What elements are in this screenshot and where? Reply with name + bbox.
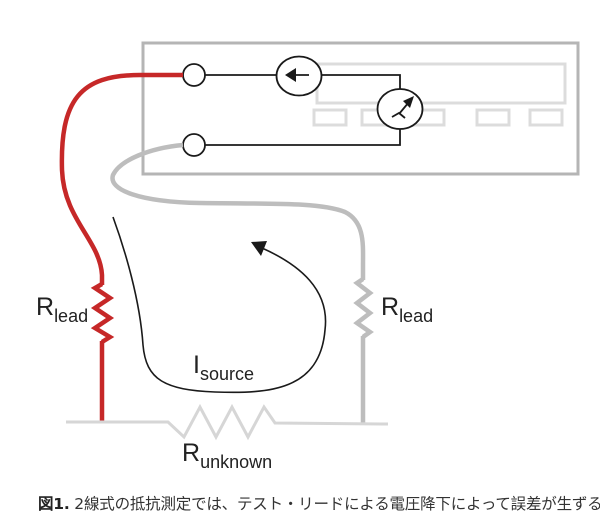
figure-caption: 図1. 2線式の抵抗測定では、テスト・リードによる電圧降下によって誤差が生ずる — [38, 492, 600, 514]
gray-test-lead — [110, 142, 366, 280]
r-lead-left-label: Rlead — [36, 293, 88, 326]
wire-source-to-meter — [322, 74, 401, 90]
instrument-box — [141, 41, 580, 176]
current-flow-loop — [112, 216, 327, 394]
red-lead-resistor-zigzag — [90, 282, 115, 344]
instrument-buttons — [312, 108, 564, 127]
current-source-arrow-icon — [275, 55, 323, 97]
r-lead-right-label: Rlead — [381, 293, 433, 326]
internal-circuit — [205, 74, 401, 146]
caption-text: 2線式の抵抗測定では、テスト・リードによる電圧降下によって誤差が生ずる — [69, 495, 600, 513]
red-test-lead — [59, 72, 183, 285]
figure-number: 図1. — [38, 495, 70, 513]
voltmeter-needle-icon — [376, 88, 424, 130]
unknown-resistor — [66, 403, 389, 441]
panel-button — [528, 108, 564, 127]
current-flow-arrowhead — [251, 241, 267, 256]
instrument-display — [315, 62, 567, 105]
i-source-label: Isource — [193, 351, 254, 384]
panel-button — [312, 108, 348, 127]
gray-lead-resistor-zigzag — [353, 277, 374, 339]
wire-meter-to-lo — [205, 128, 401, 146]
panel-button — [475, 108, 511, 127]
terminal-lo — [182, 133, 206, 157]
terminal-hi — [182, 63, 206, 87]
r-unknown-label: Runknown — [182, 439, 272, 472]
